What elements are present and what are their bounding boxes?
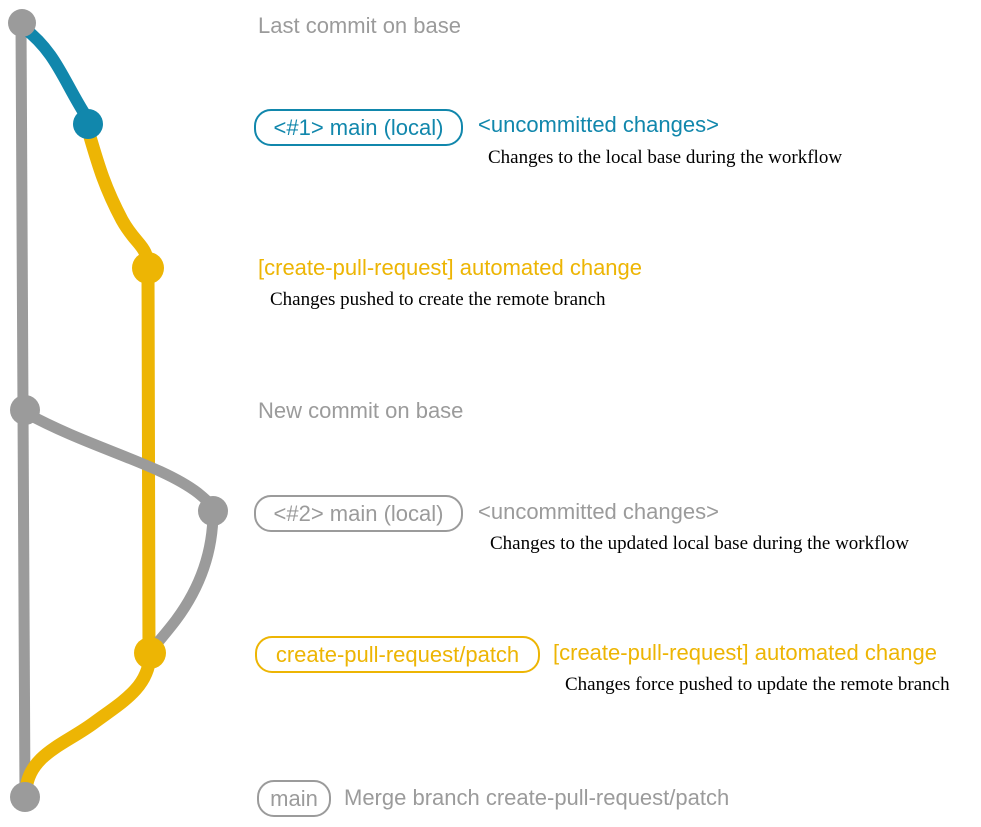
annotation-merge-branch: Merge branch create-pull-request/patch xyxy=(344,785,730,810)
caption-local-base-changes-1: Changes to the local base during the wor… xyxy=(488,147,843,168)
branch-badge-main-local-1: <#1> main (local) xyxy=(254,109,463,146)
caption-force-pushed-update-remote: Changes force pushed to update the remot… xyxy=(565,674,950,695)
commit-dot-cpr-2 xyxy=(134,637,166,669)
branch-line-merge xyxy=(19,649,157,797)
commit-dot-merge xyxy=(10,782,40,812)
caption-local-base-changes-2: Changes to the updated local base during… xyxy=(490,533,909,554)
branch-badge-main: main xyxy=(257,780,331,817)
heading-uncommitted-changes-1: <uncommitted changes> xyxy=(478,112,719,137)
heading-uncommitted-changes-2: <uncommitted changes> xyxy=(478,499,719,524)
commit-dot-main-local-1 xyxy=(73,109,103,139)
heading-automated-change-1: [create-pull-request] automated change xyxy=(258,255,643,280)
branch-line-create-pull-request xyxy=(81,123,156,660)
annotation-new-commit-on-base: New commit on base xyxy=(258,398,464,423)
commit-dot-new-base xyxy=(10,395,40,425)
branch-line-base xyxy=(15,17,31,803)
caption-pushed-create-remote: Changes pushed to create the remote bran… xyxy=(270,289,606,310)
annotation-last-commit-on-base: Last commit on base xyxy=(258,13,461,38)
commit-dot-main-local-2 xyxy=(198,496,228,526)
branch-badge-create-pull-request-patch: create-pull-request/patch xyxy=(255,636,540,673)
branch-line-main-local-2 xyxy=(20,407,219,657)
branch-line-main-local-1 xyxy=(18,22,92,122)
commit-dot-cpr-1 xyxy=(132,252,164,284)
branch-badge-main-local-2: <#2> main (local) xyxy=(254,495,463,532)
commit-dot-last-base xyxy=(8,9,36,37)
heading-automated-change-2: [create-pull-request] automated change xyxy=(553,640,938,665)
